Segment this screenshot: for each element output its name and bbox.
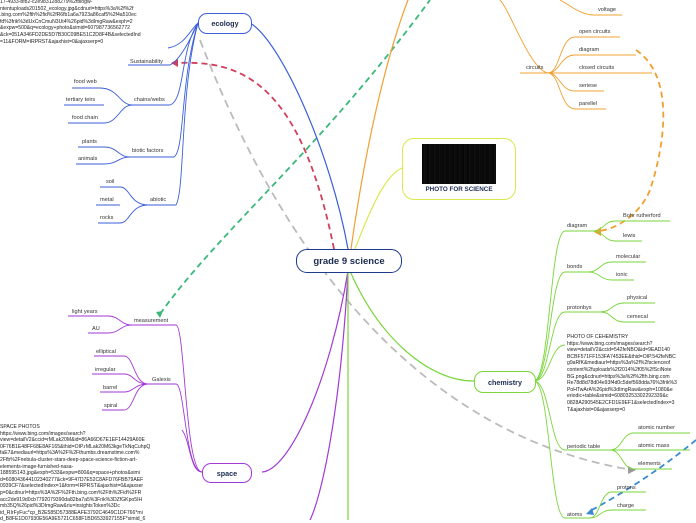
space-galaxies-item[interactable]: barrel	[103, 385, 118, 391]
chem-bonds[interactable]: bonds	[567, 264, 583, 270]
chem-bonds-item[interactable]: ionic	[616, 272, 628, 278]
chem-protons[interactable]: protonbys	[567, 305, 592, 311]
topic-chemistry-label: chemistry	[488, 377, 522, 387]
chem-diagram-item[interactable]: Bohr rutherford	[623, 213, 661, 219]
branch-chemistry	[349, 270, 475, 382]
ecology-abiotic-item[interactable]: rocks	[100, 215, 114, 221]
physics-circuits-item[interactable]: closed circuits	[579, 65, 615, 71]
ecology-chains-item[interactable]: food chain	[72, 115, 98, 121]
ecology-biotic-item[interactable]: plants	[82, 139, 97, 145]
topic-ecology-label: ecology	[211, 19, 239, 28]
ecology-abiotic-item[interactable]: metal	[100, 197, 114, 203]
ecology-abiotic[interactable]: abiotic	[150, 197, 167, 203]
chem-periodic[interactable]: periodic table	[567, 444, 601, 450]
chem-periodic-item[interactable]: atomic number	[638, 425, 675, 431]
branch-space	[261, 270, 349, 473]
topic-ecology[interactable]: ecology	[198, 13, 252, 34]
link-green-to-measurement	[159, 0, 431, 315]
space-measurement-item[interactable]: light years	[72, 309, 98, 315]
topic-space-label: space	[216, 468, 238, 478]
ecology-biotic-item[interactable]: animals	[78, 156, 98, 162]
link-orange-diagram	[597, 49, 665, 232]
link-arrow-atoms	[586, 508, 594, 515]
space-measurement-item[interactable]: AU	[92, 326, 100, 332]
ecology-url-text: 17-4933-bf82-c2e9831288279%2fbiogw- nten…	[0, 0, 141, 45]
space-galaxies-item[interactable]: spiral	[104, 403, 118, 409]
chem-bonds-item[interactable]: molecular	[616, 254, 641, 260]
chem-protons-item[interactable]: physical	[627, 295, 648, 301]
chem-periodic-item[interactable]: atomic mass	[638, 443, 670, 449]
ecology-chains-item[interactable]: food web	[74, 79, 97, 85]
space-photos-text: SPACE PHOTOS https://www.bing.com/images…	[0, 424, 151, 523]
physics-circuits-item[interactable]: open circuits	[579, 29, 611, 35]
space-galaxies-item[interactable]: irregular	[95, 367, 116, 373]
branch-physics	[350, 0, 409, 250]
link-gray-ecology-to-elements	[199, 39, 633, 471]
chem-protons-item[interactable]: cemecal	[627, 314, 648, 320]
link-blue-atoms	[587, 439, 696, 513]
link-central-to-sustainability	[175, 61, 335, 250]
ecology-sustainability[interactable]: Sustainability	[130, 59, 163, 65]
chem-atoms-item[interactable]: charge	[617, 503, 635, 509]
physics-circuits[interactable]: circuits	[526, 65, 544, 71]
physics-circuits-item[interactable]: diagram	[579, 47, 600, 53]
branch-space-extra	[309, 270, 349, 520]
ecology-abiotic-item[interactable]: soil	[106, 179, 115, 185]
physics-voltage[interactable]: voltage	[598, 7, 617, 13]
link-arrow-sustainability	[171, 59, 178, 67]
ecology-biotic[interactable]: biotic factors	[132, 148, 164, 154]
chem-atoms-item[interactable]: protons	[617, 485, 636, 491]
branch-photo	[354, 167, 403, 250]
photo-image	[422, 144, 496, 184]
chem-photo-text: PHOTO OF CEHEMISTRY https://www.bing.com…	[567, 334, 677, 413]
space-measurement[interactable]: measurement	[134, 318, 169, 324]
central-topic[interactable]: grade 9 science	[296, 249, 402, 273]
physics-circuits-item[interactable]: parellel	[579, 101, 598, 107]
physics-circuits-item[interactable]: seriese	[579, 83, 598, 89]
photo-caption: PHOTO FOR SCIENCE	[425, 186, 493, 193]
chem-diagram[interactable]: diagram	[567, 223, 588, 229]
space-galaxies-item[interactable]: elliptical	[96, 349, 116, 355]
chem-periodic-item[interactable]: elements	[638, 461, 661, 467]
link-arrow-elements	[628, 466, 636, 474]
topic-chemistry[interactable]: chemistry	[474, 371, 536, 393]
chem-diagram-item[interactable]: lewis	[623, 233, 636, 239]
link-arrow-measurement	[156, 311, 163, 318]
topic-space[interactable]: space	[202, 463, 252, 483]
ecology-chains[interactable]: chains/webs	[134, 97, 165, 103]
chem-atoms[interactable]: atoms	[567, 512, 583, 518]
ecology-chains-item[interactable]: tertiary teirs	[66, 97, 96, 103]
photo-node[interactable]: PHOTO FOR SCIENCE	[402, 138, 516, 200]
central-topic-label: grade 9 science	[313, 255, 385, 267]
branch-ecology	[249, 22, 349, 250]
space-galaxies[interactable]: Galexis	[152, 377, 171, 383]
